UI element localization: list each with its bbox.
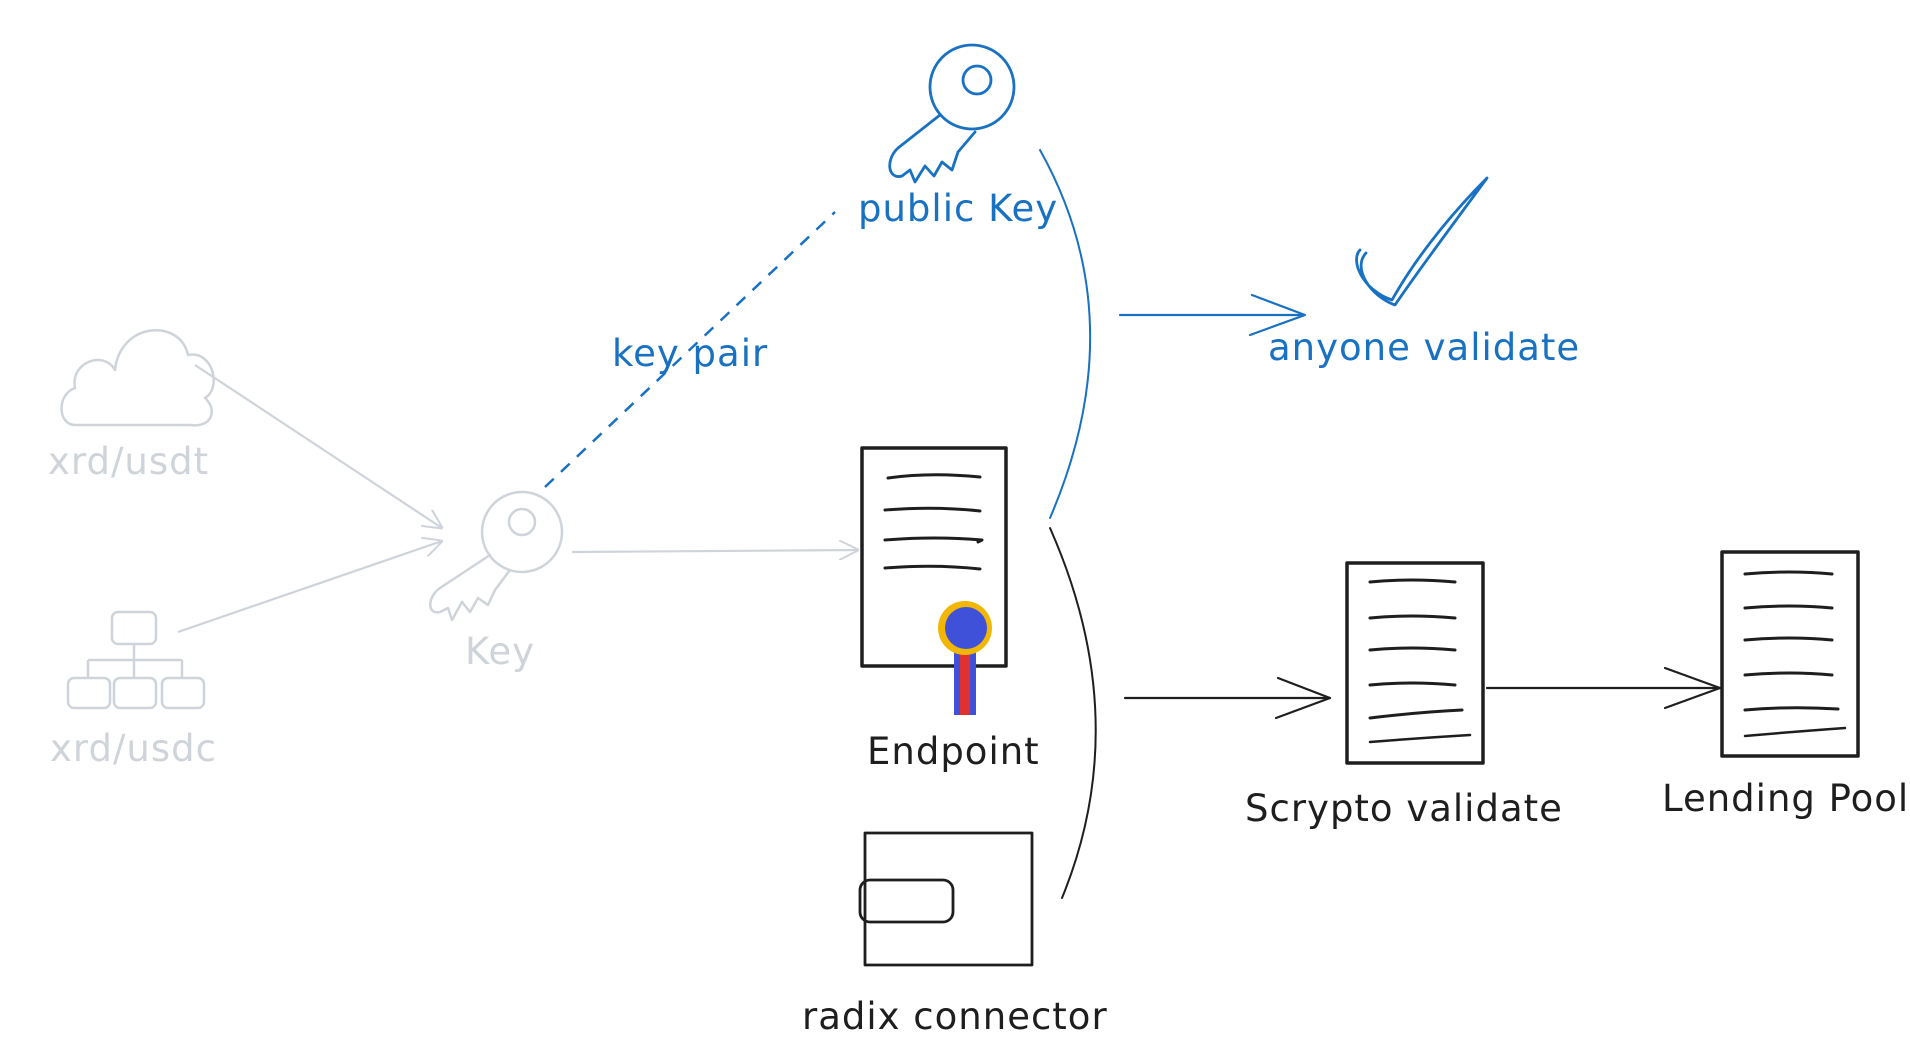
lending-pool-document-icon xyxy=(1720,550,1860,758)
lending-pool-label: Lending Pool xyxy=(1662,777,1910,820)
radix-connector-label: radix connector xyxy=(802,995,1108,1038)
key-label: Key xyxy=(465,630,536,673)
endpoint-label: Endpoint xyxy=(867,730,1040,773)
scrypto-document-icon xyxy=(1345,561,1485,765)
key-icon xyxy=(429,490,564,622)
public-key-label: public Key xyxy=(858,187,1059,230)
card-icon xyxy=(858,831,1034,967)
checkmark-icon xyxy=(1355,176,1489,307)
cloud-icon xyxy=(60,329,215,427)
scrypto-validate-label: Scrypto validate xyxy=(1245,787,1563,830)
key-pair-label: key pair xyxy=(612,332,769,375)
xrd-usdc-label: xrd/usdc xyxy=(50,727,217,770)
anyone-validate-label: anyone validate xyxy=(1268,326,1581,369)
endpoint-document-icon xyxy=(860,446,1008,668)
public-key-icon xyxy=(888,43,1016,184)
xrd-usdt-label: xrd/usdt xyxy=(48,440,210,483)
seal-icon xyxy=(938,601,992,715)
network-icon xyxy=(66,610,206,710)
